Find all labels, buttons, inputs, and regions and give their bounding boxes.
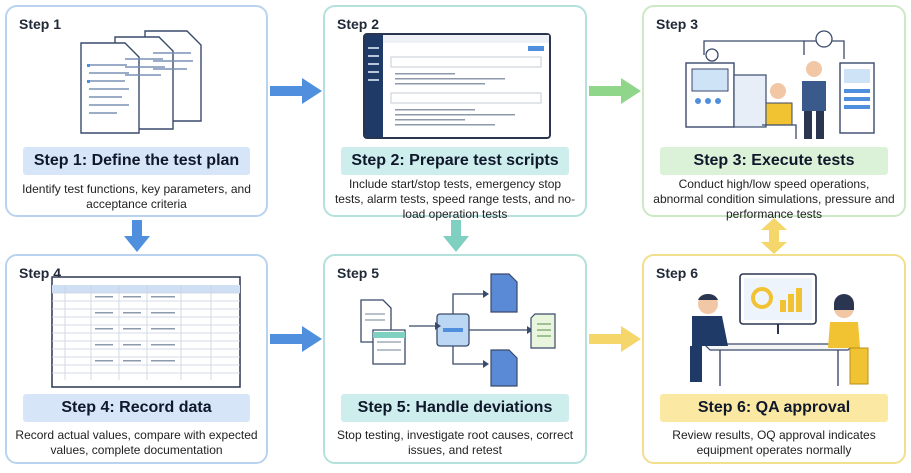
data-table-icon [51, 276, 241, 388]
script-screen-icon [363, 33, 551, 139]
step-3-label: Step 3 [656, 16, 699, 32]
arrow-step2-to-step5 [443, 220, 469, 252]
arrow-step2-to-step3 [589, 78, 641, 104]
step-4-title: Step 4: Record data [23, 394, 250, 422]
step-2-desc: Include start/stop tests, emergency stop… [334, 177, 576, 221]
tester-machine-icon [685, 30, 875, 139]
step-1-card: Step 1 Step 1: Define the test plan Iden… [5, 5, 268, 217]
step-6-desc: Review results, OQ approval indicates eq… [672, 428, 876, 457]
step-2-title: Step 2: Prepare test scripts [341, 147, 569, 175]
document-stack-icon [80, 30, 202, 134]
step-4-desc: Record actual values, compare with expec… [15, 428, 258, 457]
step-1-label: Step 1 [19, 16, 62, 32]
step-3-title: Step 3: Execute tests [660, 147, 888, 175]
step-2-label: Step 2 [337, 16, 380, 32]
arrow-step1-to-step4 [124, 220, 150, 252]
step-2-card: Step 2 Step 2: Prepare test scripts Incl… [323, 5, 587, 221]
step-1-desc: Identify test functions, key parameters,… [22, 182, 251, 211]
step-5-desc: Stop testing, investigate root causes, c… [336, 428, 574, 457]
step-5-label: Step 5 [337, 265, 380, 281]
step-3-card: Step 3 Step 3: Execute tests Conduct hig… [642, 5, 906, 221]
step-5-title: Step 5: Handle deviations [341, 394, 569, 422]
arrow-step4-to-step5 [270, 326, 322, 352]
step-4-label: Step 4 [19, 265, 62, 281]
step-6-card: Step 6 Step 6: QA approval Review result… [642, 254, 906, 464]
arrow-step1-to-step2 [270, 78, 322, 104]
step-6-label: Step 6 [656, 265, 699, 281]
step-5-card: Step 5 Step 5: Handle deviations Stop te… [323, 254, 587, 464]
step-4-card: Step 4 Step 4: Record data Record actual… [5, 254, 268, 464]
step-6-title: Step 6: QA approval [660, 394, 888, 422]
qa-meeting-icon [690, 273, 869, 386]
step-1-title: Step 1: Define the test plan [23, 147, 250, 175]
arrow-step3-step6-bidirectional [761, 218, 787, 254]
step-3-desc: Conduct high/low speed operations, abnor… [653, 177, 895, 221]
arrow-step5-to-step6 [589, 326, 641, 352]
deviation-flow-icon [360, 273, 556, 387]
